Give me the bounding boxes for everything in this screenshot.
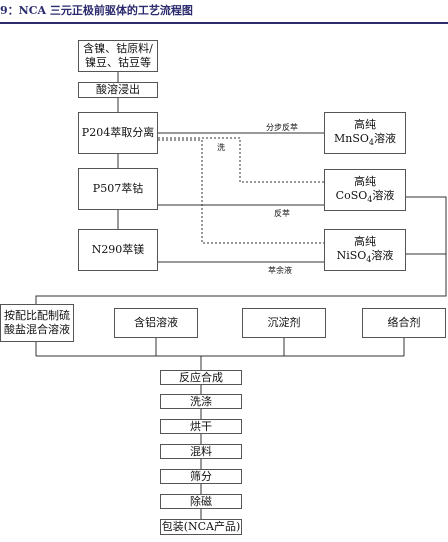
node-packaging: 包装(NCA产品) <box>160 519 242 535</box>
node-precipitant: 沉淀剂 <box>242 308 326 338</box>
node-al-solution: 含铝溶液 <box>114 308 198 338</box>
node-washing: 洗涤 <box>160 394 242 409</box>
node-n290: N290萃镁 <box>78 229 158 271</box>
label-strip: 反萃 <box>274 209 290 218</box>
node-ni-product: 高纯 NiSO4溶液 <box>324 229 406 271</box>
node-p507: P507萃钴 <box>78 168 158 210</box>
label-step-strip: 分步反萃 <box>266 123 298 132</box>
node-acid-leach: 酸溶浸出 <box>78 82 158 98</box>
edge-co-bus <box>35 196 447 304</box>
node-p204: P204萃取分离 <box>78 112 158 154</box>
node-raw-materials: 含镍、钴原料/ 镍豆、钴豆等 <box>78 40 158 72</box>
node-mn-product: 高纯 MnSO4溶液 <box>324 112 406 154</box>
node-drying: 烘干 <box>160 419 242 434</box>
node-complexing: 络合剂 <box>362 308 446 338</box>
node-mix-solution: 按配比配制硫 酸盐混合溶液 <box>0 304 74 342</box>
node-reaction: 反应合成 <box>160 370 242 385</box>
edge-wash-co <box>158 137 324 183</box>
label-wash: 洗 <box>217 143 225 152</box>
node-sieving: 筛分 <box>160 469 242 484</box>
title-rule <box>0 22 448 24</box>
node-co-product: 高纯 CoSO4溶液 <box>324 169 406 211</box>
node-demagnet: 除磁 <box>160 494 242 509</box>
node-blending: 混料 <box>160 444 242 459</box>
figure-title: 9：NCA 三元正极前驱体的工艺流程图 <box>0 4 193 17</box>
edge-wash-ni <box>158 139 324 244</box>
label-raffinate: 萃余液 <box>268 266 292 275</box>
